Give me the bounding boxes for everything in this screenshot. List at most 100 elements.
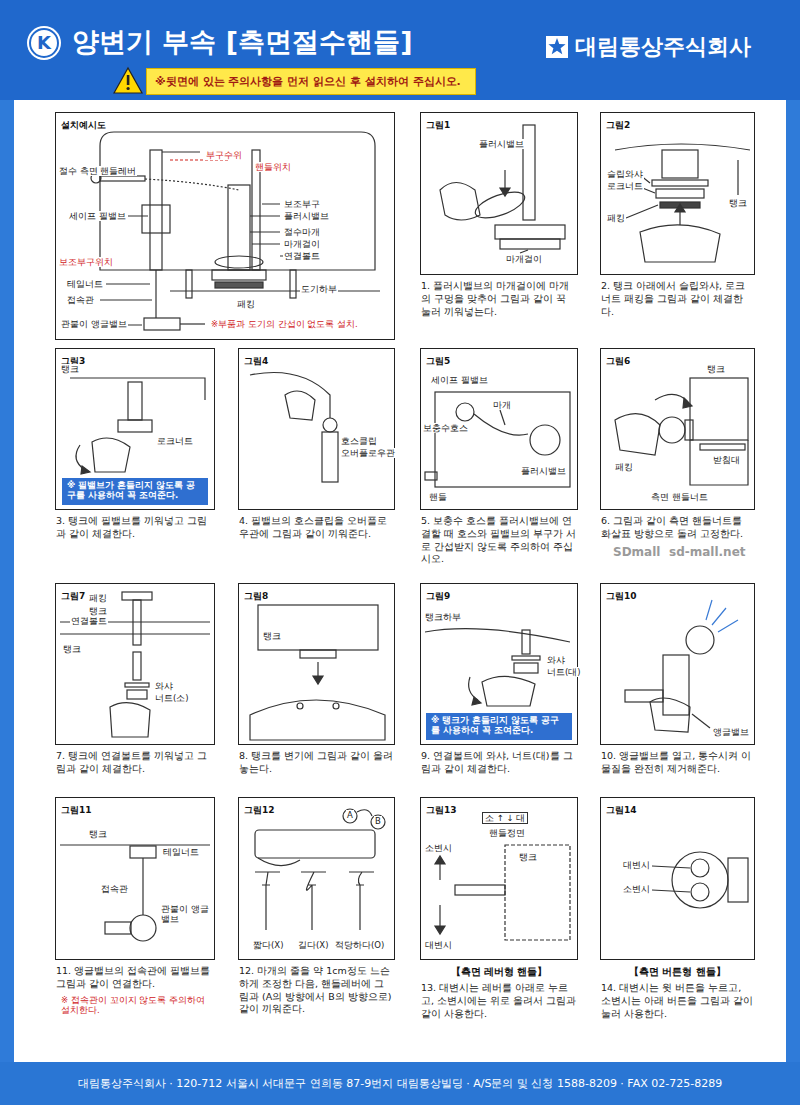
figure-3-drawing	[118, 420, 152, 432]
install-example-drawing	[100, 216, 152, 325]
note-text: ※ 필밸브가 흔들리지 않도록 공구를 사용하여 꼭 조여준다.	[67, 480, 203, 501]
figure-panel: 그림66. 그림과 같이 측면 핸들너트를 화살표 방향으로 돌려 고정한다.	[600, 348, 755, 510]
part-label: 부구수위	[205, 150, 243, 160]
figure-panel: 그림14【측면 버튼형 핸들】14. 대변시는 윗 버튼을 누르고, 소변시는 …	[600, 797, 755, 960]
part-label: 너트(소)	[154, 693, 190, 703]
figure-8-drawing	[333, 703, 339, 709]
figure-heading: 그림12	[242, 804, 277, 817]
figure-9-drawing	[472, 697, 481, 705]
step-caption: 14. 대변시는 윗 버튼을 누르고, 소변시는 아래 버튼을 그림과 같이 눌…	[601, 982, 754, 1020]
callout-letter: A	[346, 810, 354, 820]
step-caption: 7. 탱크에 연결볼트를 끼워넣고 그림과 같이 체결한다.	[56, 750, 214, 776]
figure-1-drawing	[520, 250, 528, 253]
figure-7-drawing	[122, 592, 152, 600]
figure-heading: 그림2	[604, 119, 632, 132]
figure-14-drawing	[691, 859, 709, 877]
figure-12-drawing	[258, 858, 300, 866]
figure-12-drawing	[357, 810, 372, 816]
part-label: 플러시밸브	[478, 139, 525, 149]
part-label: 관붙이 앵글밸브	[160, 904, 214, 924]
caption-group: 9. 연결볼트에 와샤, 너트(대)를 그림과 같이 체결한다.	[421, 750, 577, 776]
figure-10-drawing	[625, 690, 663, 702]
handle-type-heading: 【측면 레버형 핸들】	[421, 965, 577, 979]
figure-4-drawing	[250, 373, 330, 419]
part-label: 패킹	[88, 593, 108, 603]
footer-text: 대림통상주식회사 · 120-712 서울시 서대문구 연희동 87-9번지 대…	[78, 1076, 722, 1091]
figure-14-drawing	[652, 866, 690, 892]
install-example-drawing	[170, 290, 380, 291]
part-label: 탱크	[88, 829, 108, 839]
note-text: ※ 탱크가 흔들리지 않도록 공구를 사용하여 꼭 조여준다.	[431, 715, 567, 736]
footer-band: 대림통상주식회사 · 120-712 서울시 서대문구 연희동 87-9번지 대…	[0, 1062, 800, 1105]
note-box: ※ 탱크가 흔들리지 않도록 공구를 사용하여 꼭 조여준다.	[426, 713, 572, 740]
part-label: 연결볼트	[283, 251, 321, 261]
part-label: 절수 측면 핸들레버	[58, 166, 137, 176]
figure-heading: 그림9	[424, 590, 452, 603]
watermark: SDmall	[612, 545, 661, 559]
figure-8-drawing	[258, 605, 378, 650]
figure-1-drawing	[472, 187, 528, 224]
part-label: 탱크	[706, 364, 726, 374]
step-caption: 10. 앵글밸브를 열고, 통수시켜 이물질을 완전히 제거해준다.	[601, 750, 754, 776]
part-label: 앵글밸브	[712, 727, 750, 737]
figure-14-drawing	[728, 858, 748, 902]
part-label: 소변시	[424, 843, 453, 853]
figure-heading: 그림13	[424, 804, 459, 817]
figure-6-drawing	[690, 378, 748, 440]
company-star-logo	[546, 36, 568, 58]
warning-icon	[127, 75, 130, 85]
figure-heading: 그림1	[424, 119, 452, 132]
watermark: sd-mall.net	[668, 545, 747, 559]
figure-heading: 그림8	[242, 590, 270, 603]
figure-11-drawing	[105, 922, 131, 934]
figure-panel: 그림44. 필밸브의 호스클립을 오버플로우관에 그림과 같이 끼워준다.	[238, 348, 395, 510]
part-label: 관붙이 앵글밸브	[60, 319, 128, 329]
figure-6-drawing	[615, 414, 660, 455]
step-caption: 6. 그림과 같이 측면 핸들너트를 화살표 방향으로 돌려 고정한다.	[601, 515, 754, 541]
part-label: 보충수호스	[422, 423, 469, 433]
figure-2-drawing	[675, 204, 685, 212]
part-label: 마개걸이	[283, 239, 321, 249]
caption-group: 4. 필밸브의 호스클립을 오버플로우관에 그림과 같이 끼워준다.	[239, 515, 394, 541]
figure-heading: 그림6	[604, 355, 632, 368]
warning-icon	[114, 68, 142, 93]
step-caption: 9. 연결볼트에 와샤, 너트(대)를 그림과 같이 체결한다.	[421, 750, 577, 776]
figure-panel: 그림77. 탱크에 연결볼트를 끼워넣고 그림과 같이 체결한다.	[55, 583, 215, 745]
page-title: 양변기 부속 [측면절수핸들]	[72, 24, 412, 60]
figure-heading: 그림7	[59, 590, 87, 603]
part-label: 탱크하부	[424, 612, 462, 622]
note-text: ※ 접속관이 꼬이지 않도록 주의하여 설치한다.	[60, 995, 217, 1015]
warn-text: ※뒷면에 있는 주의사항을 먼저 읽으신 후 설치하여 주십시오.	[155, 74, 467, 89]
part-label: 소변시	[622, 884, 651, 894]
install-example-drawing	[212, 270, 266, 280]
figure-2-drawing	[656, 189, 704, 198]
step-caption: 5. 보충수 호스를 플러시밸브에 연결할 때 호스와 필밸브의 부구가 서로 …	[421, 515, 577, 566]
part-label: 탱크	[518, 852, 538, 862]
figure-9-drawing	[469, 677, 478, 700]
figure-12-drawing	[301, 872, 326, 930]
part-label: 로크너트	[606, 181, 644, 191]
figure-panel: 그림1212. 마개의 줄을 약 1cm정도 느슨하게 조정한 다음, 핸들레버…	[238, 797, 395, 960]
figure-3-drawing	[70, 378, 205, 474]
install-example-drawing	[100, 132, 375, 270]
figure-13-drawing	[435, 856, 445, 864]
figure-13-drawing	[505, 845, 570, 940]
page-frame	[0, 0, 800, 100]
part-label: 세이프 필밸브	[430, 375, 489, 385]
figure-5-drawing	[474, 414, 528, 435]
part-label: 핸들위치	[254, 162, 292, 172]
figure-1-drawing	[500, 188, 510, 196]
figure-7-drawing	[110, 703, 150, 737]
handle-type-heading: 【측면 버튼형 핸들】	[601, 965, 754, 979]
figure-8-drawing	[313, 676, 323, 684]
figure-7-drawing	[60, 592, 210, 737]
figure-panel: 설치예시도	[55, 112, 395, 340]
part-label: 보조부구	[283, 199, 321, 209]
figure-8-drawing	[250, 700, 385, 740]
install-example-drawing	[142, 205, 170, 233]
install-example-drawing	[155, 270, 156, 318]
note-text: ※부품과 도기의 간섭이 없도록 설치.	[210, 319, 359, 329]
caption-group: 12. 마개의 줄을 약 1cm정도 느슨하게 조정한 다음, 핸들레버에 그림…	[239, 965, 394, 1016]
